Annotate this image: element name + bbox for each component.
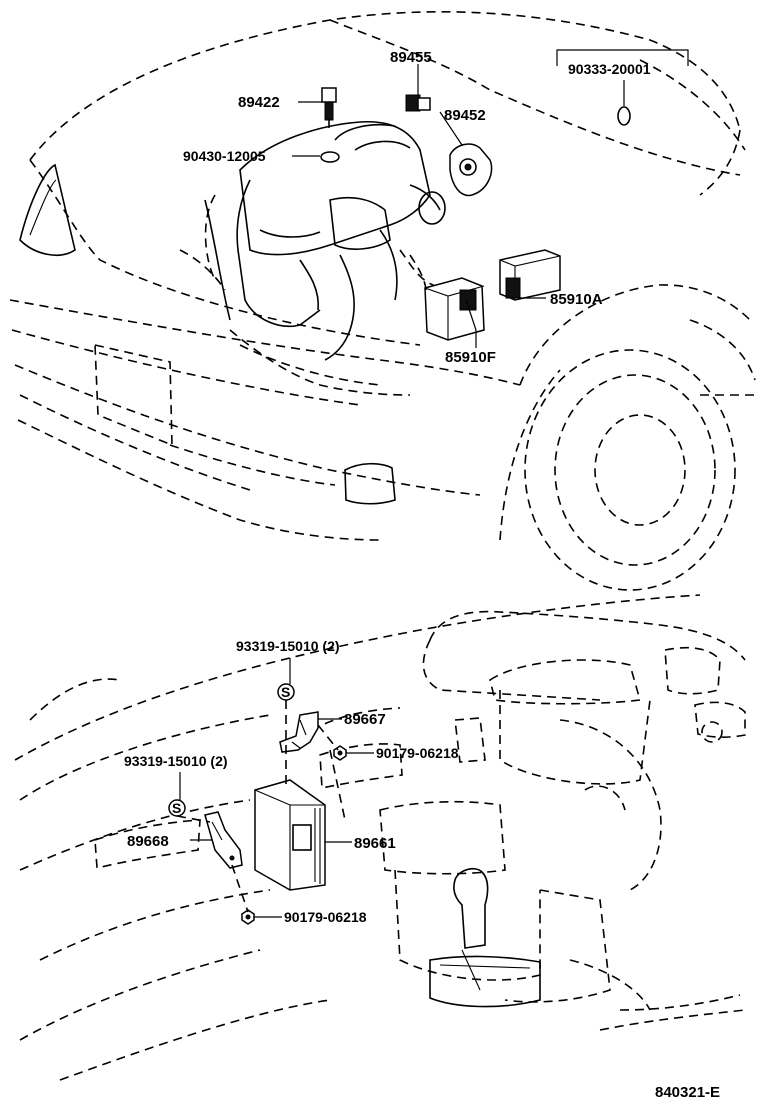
label-90179-06218-lower: 90179-06218	[284, 909, 367, 925]
car-front-illustration	[9, 11, 756, 591]
svg-text:S: S	[281, 684, 290, 700]
ecu-89661-icon	[254, 779, 326, 891]
nut-lower-icon	[241, 909, 255, 925]
dashboard-illustration	[14, 594, 746, 1081]
svg-text:S: S	[172, 800, 181, 816]
sensor-89455-icon	[405, 94, 431, 112]
sensor-89452-icon	[449, 143, 493, 197]
sensor-89422-icon	[321, 87, 337, 128]
label-89455: 89455	[390, 49, 432, 66]
screw-upper-icon: S	[277, 683, 295, 701]
label-90333-20001: 90333-20001	[568, 61, 651, 77]
label-90179-06218-upper: 90179-06218	[376, 745, 459, 761]
label-89422: 89422	[238, 94, 280, 111]
label-93319-15010-lower: 93319-15010 (2)	[124, 753, 228, 769]
figure-code: 840321-E	[655, 1084, 720, 1101]
screw-lower-icon: S	[168, 799, 186, 817]
label-89661: 89661	[354, 835, 396, 852]
bracket-89668-icon	[204, 811, 243, 869]
o-ring-icon	[617, 106, 631, 126]
label-85910F: 85910F	[445, 349, 496, 366]
label-90430-12005: 90430-12005	[183, 148, 266, 164]
bracket-89667-icon	[279, 711, 319, 753]
label-89667: 89667	[344, 711, 386, 728]
label-85910A: 85910A	[550, 291, 603, 308]
label-93319-15010-upper: 93319-15010 (2)	[236, 638, 340, 654]
gasket-icon	[320, 151, 340, 163]
label-89452: 89452	[444, 107, 486, 124]
nut-upper-icon	[333, 745, 347, 761]
label-89668: 89668	[127, 833, 169, 850]
